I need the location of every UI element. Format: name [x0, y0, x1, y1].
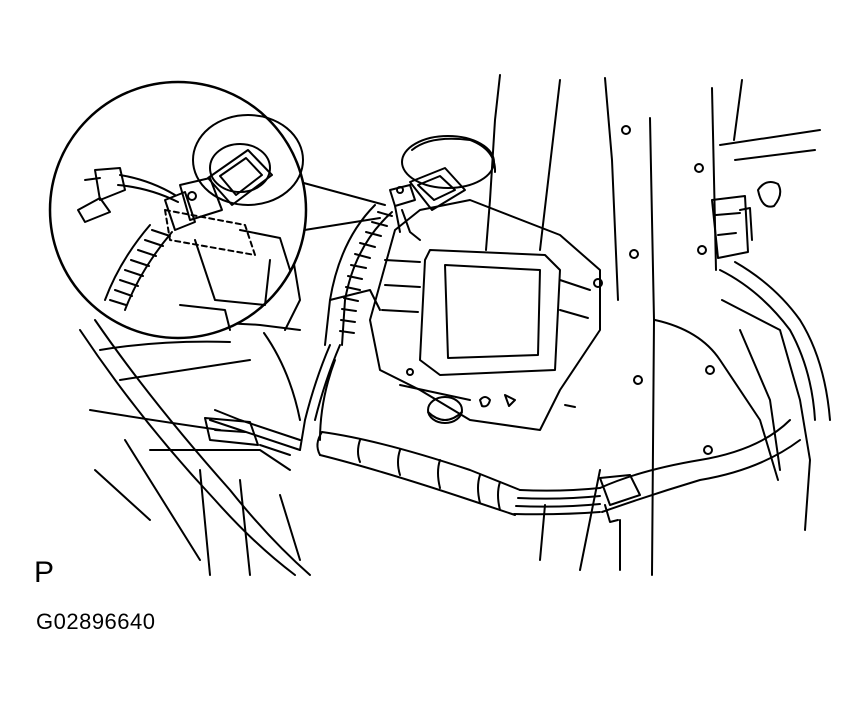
inset-connector-detail [78, 115, 303, 330]
wire-harness [80, 196, 830, 575]
figure-code: G02896640 [36, 609, 156, 634]
airbag-sensor-assembly [370, 136, 600, 430]
sensor-connector [390, 168, 465, 240]
detail-inset [50, 82, 385, 338]
view-label: P [34, 556, 55, 589]
